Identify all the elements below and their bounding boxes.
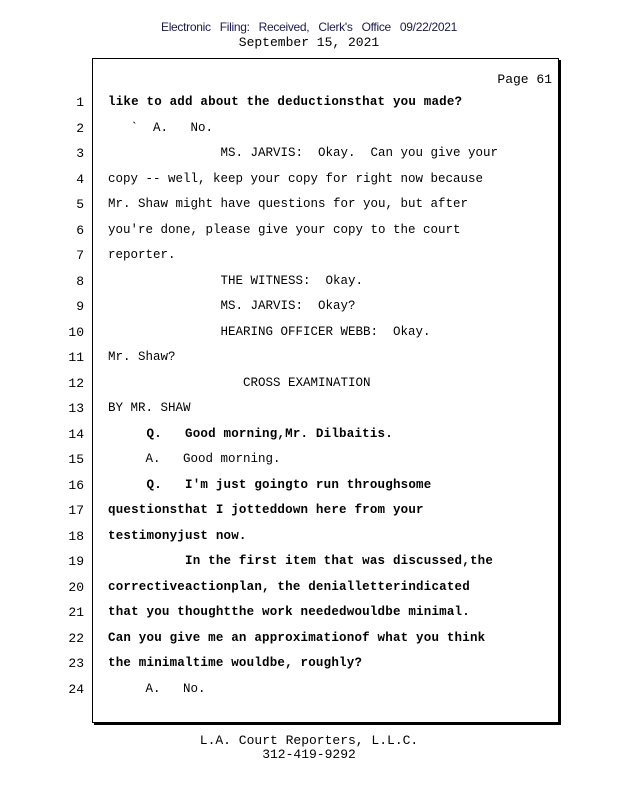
line-number: 11 bbox=[68, 350, 84, 365]
transcript-line: questionsthat I jotteddown here from you… bbox=[108, 503, 424, 517]
transcript-line: HEARING OFFICER WEBB: Okay. bbox=[108, 324, 431, 339]
transcript-line: Mr. Shaw? bbox=[108, 350, 176, 364]
line-number: 22 bbox=[68, 630, 84, 646]
line-number: 14 bbox=[68, 426, 84, 442]
transcript-line: copy -- well, keep your copy for right n… bbox=[108, 171, 484, 186]
transcript-page: Page 61 bbox=[92, 58, 559, 723]
transcript-line: CROSS EXAMINATION bbox=[108, 375, 371, 390]
transcript-line: testimonyjust now. bbox=[108, 528, 247, 543]
line-number: 13 bbox=[68, 401, 84, 416]
transcript-line: THE WITNESS: Okay. bbox=[108, 273, 364, 288]
page-number: Page 61 bbox=[497, 72, 552, 87]
transcript-line: the minimaltime wouldbe, roughly? bbox=[108, 656, 363, 670]
line-number: 2 bbox=[76, 120, 84, 136]
transcript-line: Q. I'm just goingto run throughsome bbox=[108, 477, 432, 492]
transcript-line: MS. JARVIS: Okay? bbox=[108, 299, 356, 313]
transcript-line: A. Good morning. bbox=[108, 452, 281, 466]
transcript-line: MS. JARVIS: Okay. Can you give your bbox=[108, 146, 499, 160]
line-number: 21 bbox=[68, 605, 84, 620]
line-number: 4 bbox=[76, 171, 84, 187]
transcript-line: you're done, please give your copy to th… bbox=[108, 222, 461, 237]
line-number: 9 bbox=[76, 299, 84, 314]
transcript-line: BY MR. SHAW bbox=[108, 401, 191, 415]
filing-stamp: Electronic Filing: Received, Clerk's Off… bbox=[160, 20, 457, 34]
line-number: 19 bbox=[68, 554, 84, 569]
line-number: 7 bbox=[76, 248, 84, 263]
line-number: 15 bbox=[68, 452, 84, 467]
line-number: 6 bbox=[76, 222, 84, 238]
transcript-line: Mr. Shaw might have questions for you, b… bbox=[108, 197, 469, 211]
line-number: 8 bbox=[76, 273, 84, 289]
line-number: 12 bbox=[68, 375, 84, 391]
line-number: 18 bbox=[68, 528, 84, 544]
footer-phone: 312-419-9292 bbox=[262, 747, 356, 762]
line-number: 1 bbox=[76, 95, 84, 110]
transcript-line: that you thoughtthe work neededwouldbe m… bbox=[108, 605, 470, 619]
transcript-line: In the first item that was discussed,the bbox=[108, 554, 494, 568]
line-number: 24 bbox=[68, 681, 84, 697]
line-number: 17 bbox=[68, 503, 84, 518]
transcript-line: correctiveactionplan, the denialletterin… bbox=[108, 579, 470, 594]
transcript-date: September 15, 2021 bbox=[238, 35, 380, 50]
transcript-line: Q. Good morning,Mr. Dilbaitis. bbox=[108, 426, 393, 441]
transcript-line: like to add about the deductionsthat you… bbox=[108, 95, 463, 109]
line-number: 20 bbox=[68, 579, 84, 595]
line-number: 16 bbox=[68, 477, 84, 493]
footer-company: L.A. Court Reporters, L.L.C. bbox=[199, 733, 419, 748]
line-number: 23 bbox=[68, 656, 84, 671]
transcript-line: ` A. No. bbox=[108, 120, 214, 135]
transcript-line: reporter. bbox=[108, 248, 176, 262]
line-number: 3 bbox=[76, 146, 84, 161]
line-number: 10 bbox=[68, 324, 84, 340]
line-number: 5 bbox=[76, 197, 84, 212]
transcript-line: Can you give me an approximationof what … bbox=[108, 630, 486, 645]
transcript-line: A. No. bbox=[108, 681, 206, 696]
